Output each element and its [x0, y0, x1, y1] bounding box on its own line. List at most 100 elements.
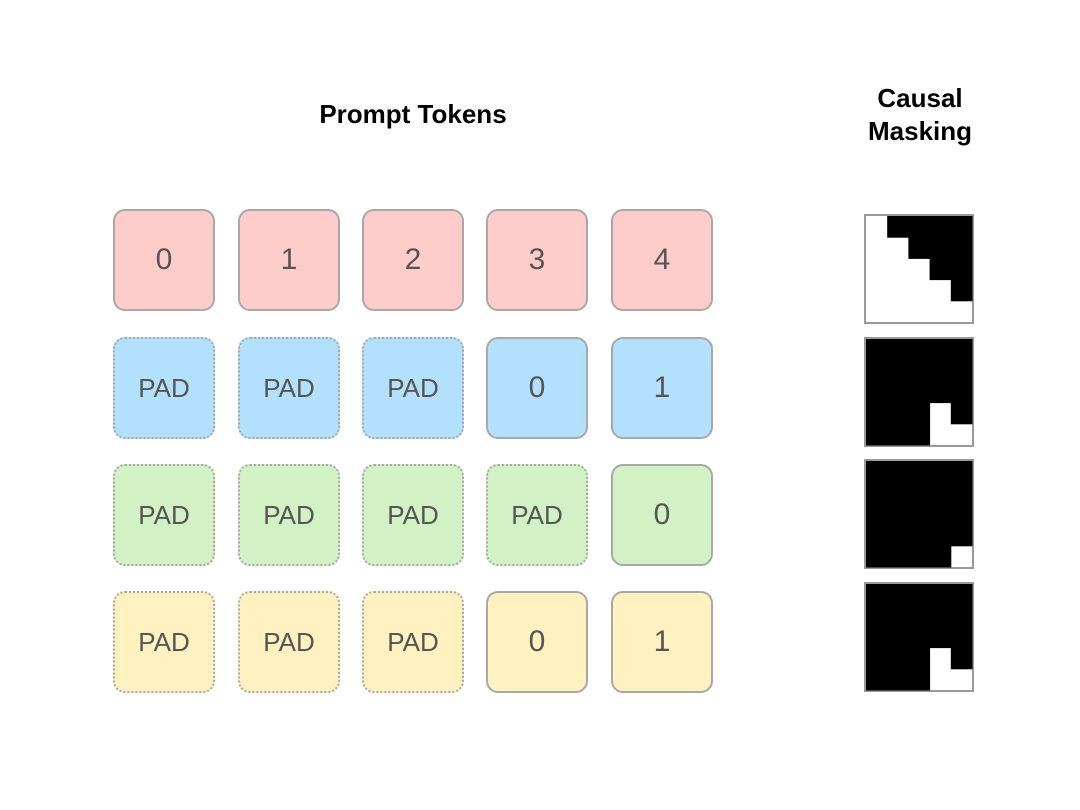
- mask-cell-masked: [887, 402, 909, 425]
- prompt-token: 0: [611, 464, 713, 566]
- mask-cell-masked: [950, 237, 973, 259]
- mask-cell-masked: [887, 503, 909, 526]
- prompt-token: 1: [611, 337, 713, 439]
- mask-cell-masked: [866, 545, 888, 568]
- mask-cell-masked: [950, 605, 973, 627]
- mask-cell-masked: [866, 503, 888, 526]
- prompt-token: 0: [486, 591, 588, 693]
- token-label: 3: [528, 243, 546, 276]
- mask-cell-masked: [908, 339, 931, 361]
- mask-cell-masked: [908, 216, 931, 238]
- causal-mask-3: [864, 582, 974, 692]
- mask-cell-masked: [887, 668, 909, 691]
- mask-cell-masked: [887, 545, 909, 568]
- mask-cell-masked: [950, 647, 973, 670]
- mask-cell-masked: [887, 584, 909, 606]
- token-label: 0: [653, 498, 671, 531]
- token-label: 2: [404, 243, 422, 276]
- pad-token: PAD: [362, 337, 464, 439]
- mask-cell-masked: [866, 360, 888, 382]
- token-label: PAD: [138, 499, 190, 530]
- mask-cell-masked: [866, 402, 888, 425]
- mask-cell-masked: [866, 381, 888, 404]
- token-label: 4: [653, 243, 671, 276]
- pad-token: PAD: [238, 591, 340, 693]
- mask-cell-masked: [887, 461, 909, 483]
- prompt-token: 4: [611, 209, 713, 311]
- token-label: 1: [280, 243, 298, 276]
- mask-cell-masked: [950, 482, 973, 504]
- mask-cell-masked: [929, 381, 952, 404]
- mask-cell-masked: [908, 647, 931, 670]
- mask-cell-masked: [950, 503, 973, 526]
- causal-mask-0: [864, 214, 974, 324]
- mask-cell-masked: [908, 237, 931, 259]
- mask-cell-masked: [929, 258, 952, 281]
- prompt-token: 1: [238, 209, 340, 311]
- mask-cell-masked: [929, 461, 952, 483]
- prompt-token: 1: [611, 591, 713, 693]
- token-label: PAD: [263, 372, 315, 403]
- token-label: PAD: [138, 372, 190, 403]
- pad-token: PAD: [113, 337, 215, 439]
- pad-token: PAD: [113, 591, 215, 693]
- pad-token: PAD: [238, 337, 340, 439]
- token-label: 0: [528, 371, 546, 404]
- token-label: PAD: [387, 372, 439, 403]
- mask-cell-masked: [866, 482, 888, 504]
- token-label: PAD: [263, 626, 315, 657]
- token-label: 0: [155, 243, 173, 276]
- token-label: 0: [528, 625, 546, 658]
- mask-cell-masked: [929, 584, 952, 606]
- mask-cell-masked: [908, 482, 931, 504]
- mask-cell-masked: [887, 423, 909, 446]
- mask-cell-masked: [866, 668, 888, 691]
- mask-cell-masked: [908, 584, 931, 606]
- mask-cell-masked: [950, 339, 973, 361]
- prompt-tokens-title: Prompt Tokens: [319, 99, 507, 129]
- mask-cell-masked: [950, 216, 973, 238]
- mask-cell-masked: [908, 423, 931, 446]
- mask-cell-masked: [950, 626, 973, 649]
- mask-cell-masked: [929, 360, 952, 382]
- mask-cell-masked: [908, 360, 931, 382]
- mask-cell-masked: [908, 668, 931, 691]
- mask-cell-masked: [908, 605, 931, 627]
- mask-cell-masked: [887, 360, 909, 382]
- mask-cell-masked: [866, 461, 888, 483]
- mask-cell-masked: [866, 524, 888, 547]
- causal-mask-1: [864, 337, 974, 447]
- mask-cell-masked: [908, 381, 931, 404]
- mask-cell-masked: [929, 482, 952, 504]
- pad-token: PAD: [362, 464, 464, 566]
- mask-cell-masked: [887, 605, 909, 627]
- pad-token: PAD: [113, 464, 215, 566]
- prompt-token: 2: [362, 209, 464, 311]
- mask-cell-masked: [929, 545, 952, 568]
- mask-cell-masked: [908, 402, 931, 425]
- mask-cell-masked: [866, 605, 888, 627]
- prompt-token: 0: [113, 209, 215, 311]
- pad-token: PAD: [238, 464, 340, 566]
- mask-cell-masked: [929, 626, 952, 649]
- mask-cell-masked: [866, 647, 888, 670]
- mask-cell-masked: [929, 524, 952, 547]
- mask-cell-masked: [866, 423, 888, 446]
- mask-cell-masked: [950, 381, 973, 404]
- prompt-token: 3: [486, 209, 588, 311]
- mask-cell-masked: [929, 605, 952, 627]
- mask-cell-masked: [887, 381, 909, 404]
- token-label: PAD: [387, 499, 439, 530]
- mask-cell-masked: [950, 360, 973, 382]
- mask-cell-masked: [887, 216, 909, 238]
- mask-cell-masked: [887, 339, 909, 361]
- token-label: PAD: [138, 626, 190, 657]
- token-label: 1: [653, 371, 671, 404]
- prompt-token: 0: [486, 337, 588, 439]
- mask-cell-masked: [887, 647, 909, 670]
- mask-cell-masked: [908, 524, 931, 547]
- causal-masking-title-line-1: Causal: [877, 83, 963, 113]
- mask-cell-masked: [887, 524, 909, 547]
- causal-masking-title-line-2: Masking: [867, 116, 973, 146]
- mask-cell-masked: [950, 279, 973, 302]
